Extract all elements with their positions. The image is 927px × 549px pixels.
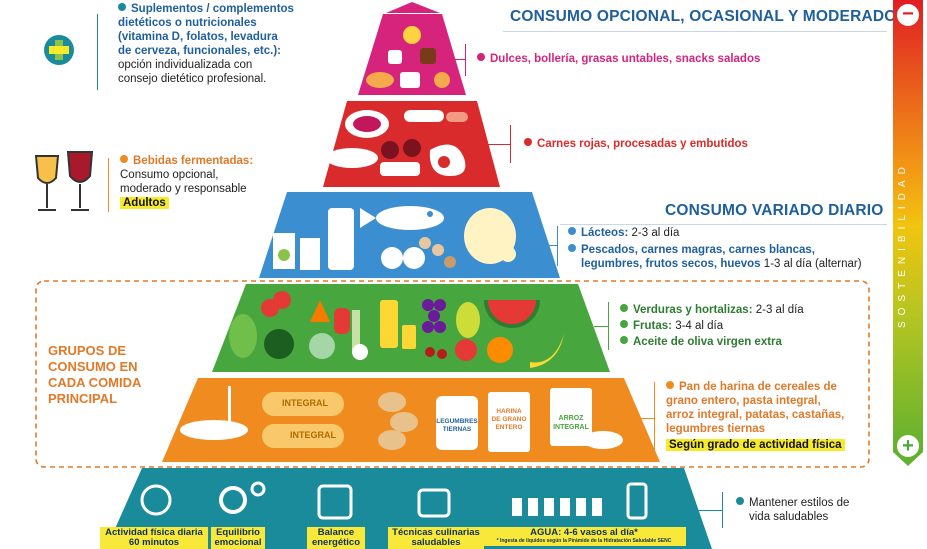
lifestyle-callout: Mantener estilos de vida saludables xyxy=(736,496,849,524)
divider-top xyxy=(503,31,887,32)
water-label: AGUA: 4-6 vasos al día* * Ingesta de líq… xyxy=(482,527,686,546)
drinks-text: Bebidas fermentadas: Consumo opcional, m… xyxy=(120,155,254,209)
protein-icons xyxy=(273,206,516,270)
header-optional: CONSUMO OPCIONAL, OCASIONAL Y MODERADO xyxy=(510,8,897,25)
vegetable-fruit-icons xyxy=(229,291,564,368)
grain-callout: Pan de harina de cereales de grano enter… xyxy=(666,381,845,451)
meats-callout: Carnes rojas, procesadas y embutidos xyxy=(524,137,748,151)
plus-icon: + xyxy=(897,435,919,457)
grain-connector xyxy=(640,418,654,419)
meats-connector xyxy=(486,144,510,145)
lifestyle-bracket xyxy=(722,492,723,528)
supplement-bracket xyxy=(97,14,98,90)
grain-icons xyxy=(180,386,623,452)
sustainability-label: SOSTENIBILIDAD xyxy=(897,161,908,329)
drinks-bracket xyxy=(108,158,109,212)
supplement-icon xyxy=(44,35,74,65)
veg-connector xyxy=(594,326,608,327)
meats-bracket xyxy=(510,125,511,163)
supplement-text: Suplementos / complementos dietéticos o … xyxy=(118,3,294,85)
adults-badge: Adultos xyxy=(120,197,169,209)
groups-label: GRUPOS DE CONSUMO EN CADA COMIDA PRINCIP… xyxy=(48,343,142,406)
protein-callout: Lácteos: 2-3 al día Pescados, carnes mag… xyxy=(568,226,888,271)
sustainability-bar xyxy=(893,0,923,452)
lifestyle-connector xyxy=(694,510,722,511)
sweets-connector xyxy=(445,59,465,60)
sweets-callout: Dulces, bollería, grasas untables, snack… xyxy=(477,52,760,66)
veg-bracket xyxy=(608,302,609,350)
protein-bracket xyxy=(557,226,558,266)
sweets-icons xyxy=(366,26,450,88)
bread-label-1: INTEGRAL xyxy=(282,398,328,408)
meats-icons xyxy=(326,110,468,176)
minus-icon: − xyxy=(897,4,919,26)
veg-callout: Verduras y hortalizas: 2-3 al día Frutas… xyxy=(620,302,870,350)
wine-glasses-icon xyxy=(34,151,94,211)
divider-mid xyxy=(560,224,887,225)
sweets-bracket xyxy=(465,44,466,76)
protein-connector xyxy=(545,245,557,246)
main-meal-group-box xyxy=(35,280,870,468)
activity-badge: Según grado de actividad física xyxy=(666,439,845,451)
sustainability-tip xyxy=(893,452,923,466)
bread-label-2: INTEGRAL xyxy=(290,430,336,440)
header-daily: CONSUMO VARIADO DIARIO xyxy=(665,202,884,219)
grain-bracket xyxy=(654,382,655,452)
base-icons xyxy=(140,481,648,520)
